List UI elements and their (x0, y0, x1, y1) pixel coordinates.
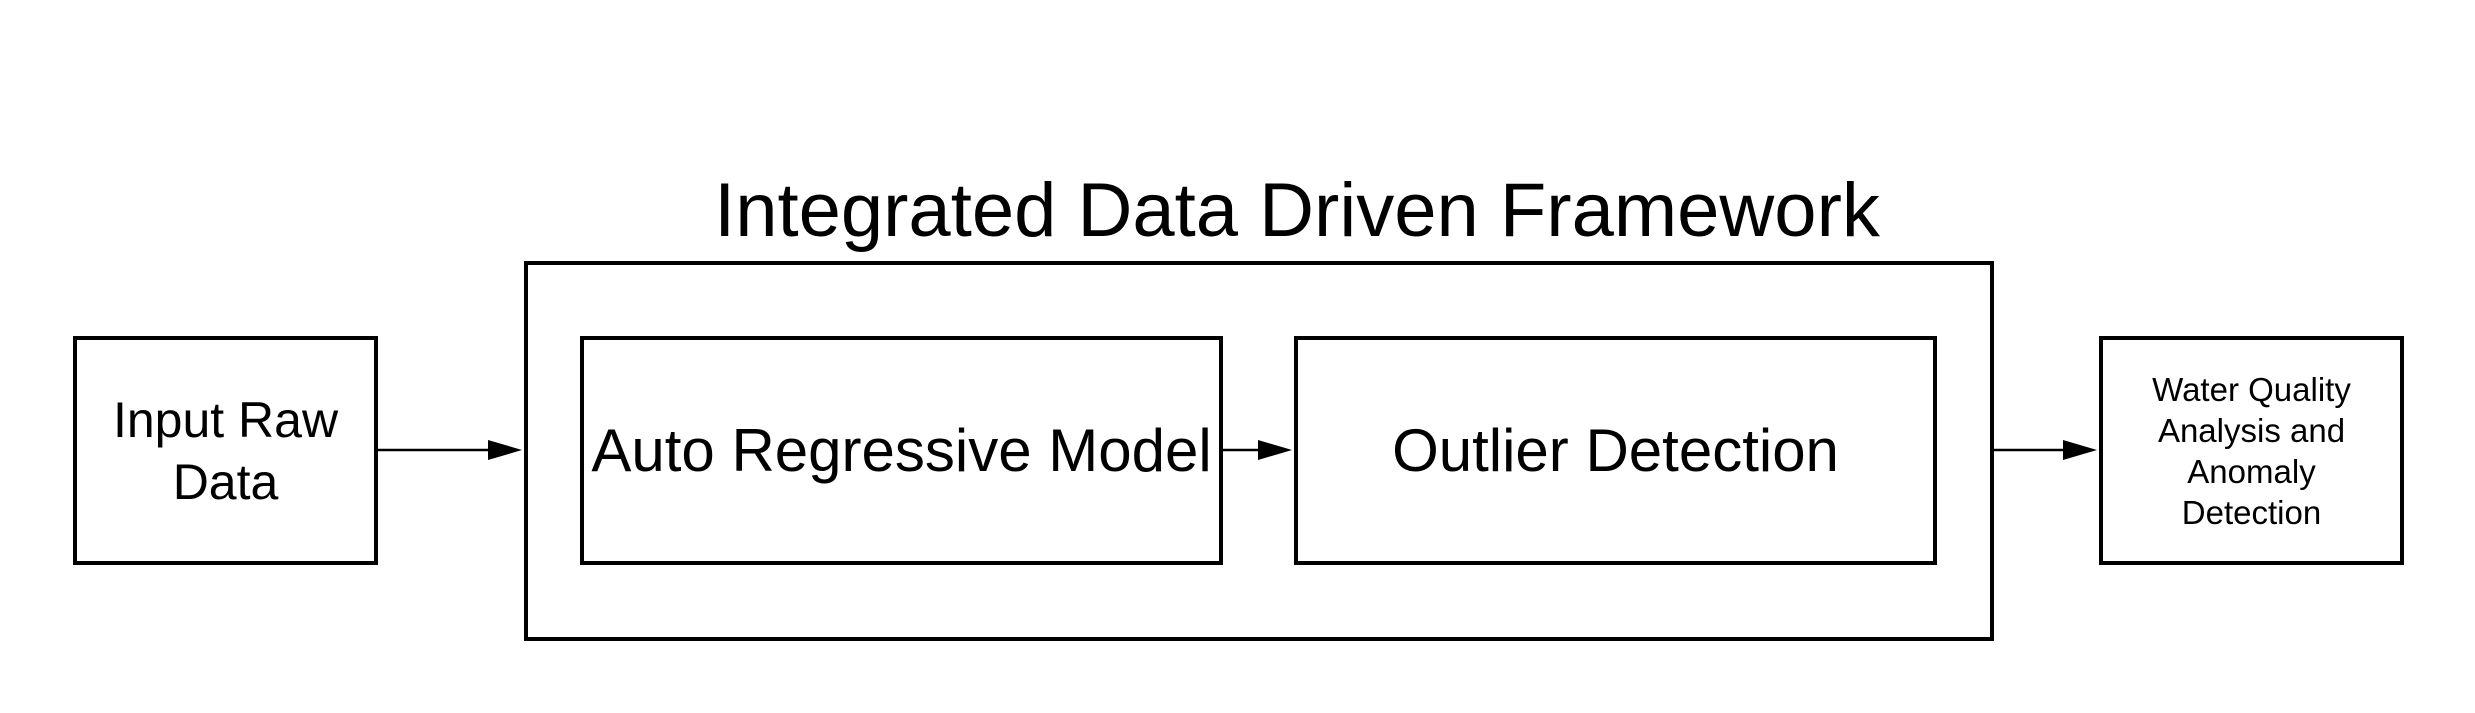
auto-regressive-model-node: Auto Regressive Model (580, 336, 1223, 565)
outlier-detection-node: Outlier Detection (1294, 336, 1937, 565)
arrow-framework-to-output (1994, 440, 2097, 460)
water-quality-output-node: Water Quality Analysis and Anomaly Detec… (2099, 336, 2404, 565)
arrow-input-to-framework (378, 440, 522, 460)
input-raw-data-label: Input Raw Data (112, 391, 339, 510)
input-raw-data-node: Input Raw Data (73, 336, 378, 565)
water-quality-output-label: Water Quality Analysis and Anomaly Detec… (2152, 370, 2351, 531)
outlier-detection-label: Outlier Detection (1392, 416, 1839, 484)
auto-regressive-model-label: Auto Regressive Model (591, 416, 1212, 484)
framework-title: Integrated Data Driven Framework (714, 168, 1880, 253)
